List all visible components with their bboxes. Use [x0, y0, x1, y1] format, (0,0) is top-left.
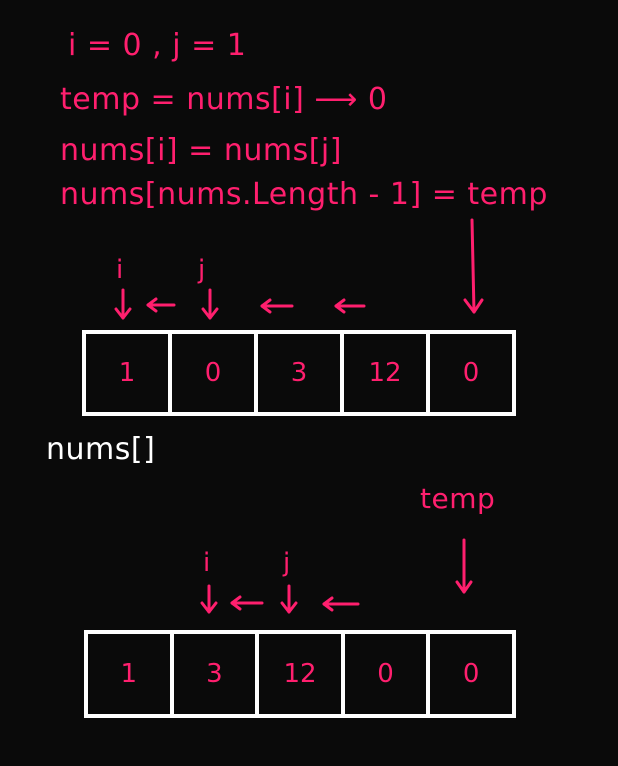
temp-label: temp: [420, 482, 496, 515]
down-arrow-i-2-icon: [200, 584, 218, 614]
i-pointer-label-1: i: [116, 255, 124, 285]
left-arrow-2a-icon: [230, 595, 264, 611]
down-arrow-j-1-icon: [201, 288, 219, 320]
array1-cell-2: 3: [258, 334, 344, 412]
temp-assign-line: temp = nums[i] ⟶ 0: [60, 82, 388, 117]
array-label: nums[]: [46, 432, 156, 467]
nums-array-1: 1 0 3 12 0: [82, 330, 516, 416]
nums-array-2: 1 3 12 0 0: [84, 630, 516, 718]
array2-cell-3: 0: [345, 634, 431, 714]
temp-down-arrow-2-icon: [455, 538, 473, 594]
left-arrow-1c-icon: [334, 298, 366, 314]
init-indices-line: i = 0 , j = 1: [68, 28, 247, 63]
down-arrow-i-1-icon: [114, 288, 132, 320]
array2-cell-4: 0: [462, 659, 480, 689]
j-pointer-label-2: j: [283, 548, 291, 578]
array2-cell-1: 3: [174, 634, 260, 714]
array1-cell-4: 0: [462, 358, 480, 388]
left-arrow-2b-icon: [322, 596, 360, 612]
array2-cell-2: 12: [259, 634, 345, 714]
i-pointer-label-2: i: [203, 548, 211, 578]
swap-assign-line: nums[i] = nums[j]: [60, 133, 342, 168]
array1-cell-3: 12: [344, 334, 430, 412]
left-arrow-1b-icon: [260, 298, 294, 314]
down-arrow-j-2-icon: [280, 584, 298, 614]
array1-cell-0: 1: [86, 334, 172, 412]
temp-down-arrow-1-icon: [463, 218, 484, 314]
last-assign-line: nums[nums.Length - 1] = temp: [60, 177, 548, 212]
array2-cell-0: 1: [88, 634, 174, 714]
j-pointer-label-1: j: [198, 255, 206, 285]
left-arrow-1a-icon: [146, 297, 176, 313]
array1-cell-1: 0: [172, 334, 258, 412]
